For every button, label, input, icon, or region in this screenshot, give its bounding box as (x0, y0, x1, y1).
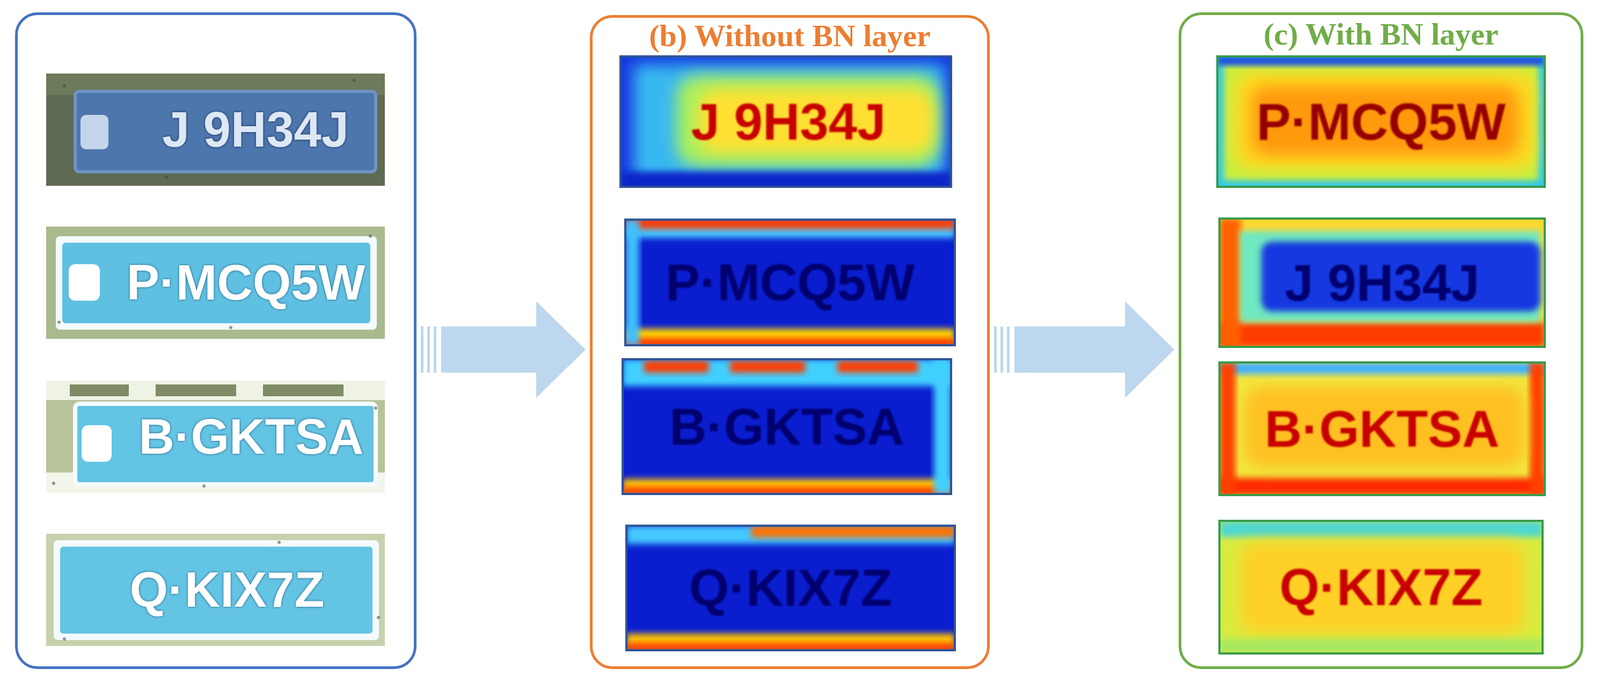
heatmap (620, 56, 952, 187)
heatmap-text: B·GKTSA (669, 398, 904, 456)
heatmap (625, 219, 955, 346)
heatmap-text-frame: Q·KIX7Z (1230, 520, 1532, 654)
heatmap-text-frame: B·GKTSA (633, 359, 941, 494)
heatmap-text: J 9H34J (691, 93, 887, 151)
arrow-tail-bar (1000, 326, 1004, 373)
heatmap-text: P·MCQ5W (1256, 93, 1506, 151)
panel-title-frame: (b) Without BN layer (589, 17, 990, 55)
arrow-tail-bar (427, 326, 430, 373)
arrow-tail-bar (1006, 326, 1010, 373)
plate-text-frame: P·MCQ5W (106, 226, 386, 339)
arrow-body (441, 301, 586, 398)
heatmap (622, 359, 952, 494)
heatmap-text-frame: P·MCQ5W (1228, 56, 1534, 187)
plate-text-frame: J 9H34J (121, 73, 390, 186)
panel-title: (c) With BN layer (1263, 17, 1499, 52)
flow-arrow (420, 301, 586, 398)
plate-photo (46, 226, 385, 339)
arrow-tail-bar (433, 326, 437, 373)
heatmap-text-frame: J 9H34J (1230, 218, 1534, 347)
heatmap-text: P·MCQ5W (665, 253, 915, 311)
panel-title-frame: (c) With BN layer (1178, 15, 1584, 54)
heatmap-text-frame: B·GKTSA (1230, 362, 1534, 495)
heatmap-text-frame: P·MCQ5W (636, 219, 945, 346)
heatmap (1219, 218, 1545, 347)
plate-text: J 9H34J (162, 102, 349, 157)
panel-title: (b) Without BN layer (648, 18, 931, 54)
heatmap-text: B·GKTSA (1264, 400, 1500, 458)
plate-photo (46, 380, 385, 493)
heatmap (626, 525, 955, 650)
plate-text-frame: B·GKTSA (117, 380, 386, 493)
heatmap-text: Q·KIX7Z (689, 559, 893, 617)
image-noise (52, 78, 381, 641)
arrow-tail-bar (420, 326, 424, 373)
heatmap (1219, 520, 1543, 654)
heatmap-text-frame: Q·KIX7Z (637, 525, 945, 650)
plate-photo (46, 73, 385, 186)
plate-photo (46, 533, 385, 646)
plate-text: B·GKTSA (138, 409, 364, 464)
plate-text: Q·KIX7Z (129, 562, 325, 617)
arrow-body (1014, 301, 1175, 398)
heatmap (1217, 56, 1545, 187)
plate-text-frame: Q·KIX7Z (68, 533, 386, 646)
arrow-tail-bar (994, 326, 997, 373)
input-panel: J 9H34J P·MCQ5W B·GKTSA Q·KIX7Z (15, 12, 417, 669)
result-panel: (b) Without BN layer J 9H34J P·MCQ5W B·GKTS… (589, 15, 990, 669)
result-panel: (c) With BN layerP·MCQ5W J 9H34J B·GKTSA Q·… (1178, 12, 1584, 669)
heatmap-text: J 9H34J (1284, 254, 1480, 312)
flow-arrow (994, 301, 1175, 398)
heatmap-text-frame: J 9H34J (638, 56, 939, 187)
heatmap (1219, 362, 1545, 495)
plate-text: P·MCQ5W (126, 255, 366, 310)
heatmap-text: Q·KIX7Z (1279, 558, 1483, 616)
